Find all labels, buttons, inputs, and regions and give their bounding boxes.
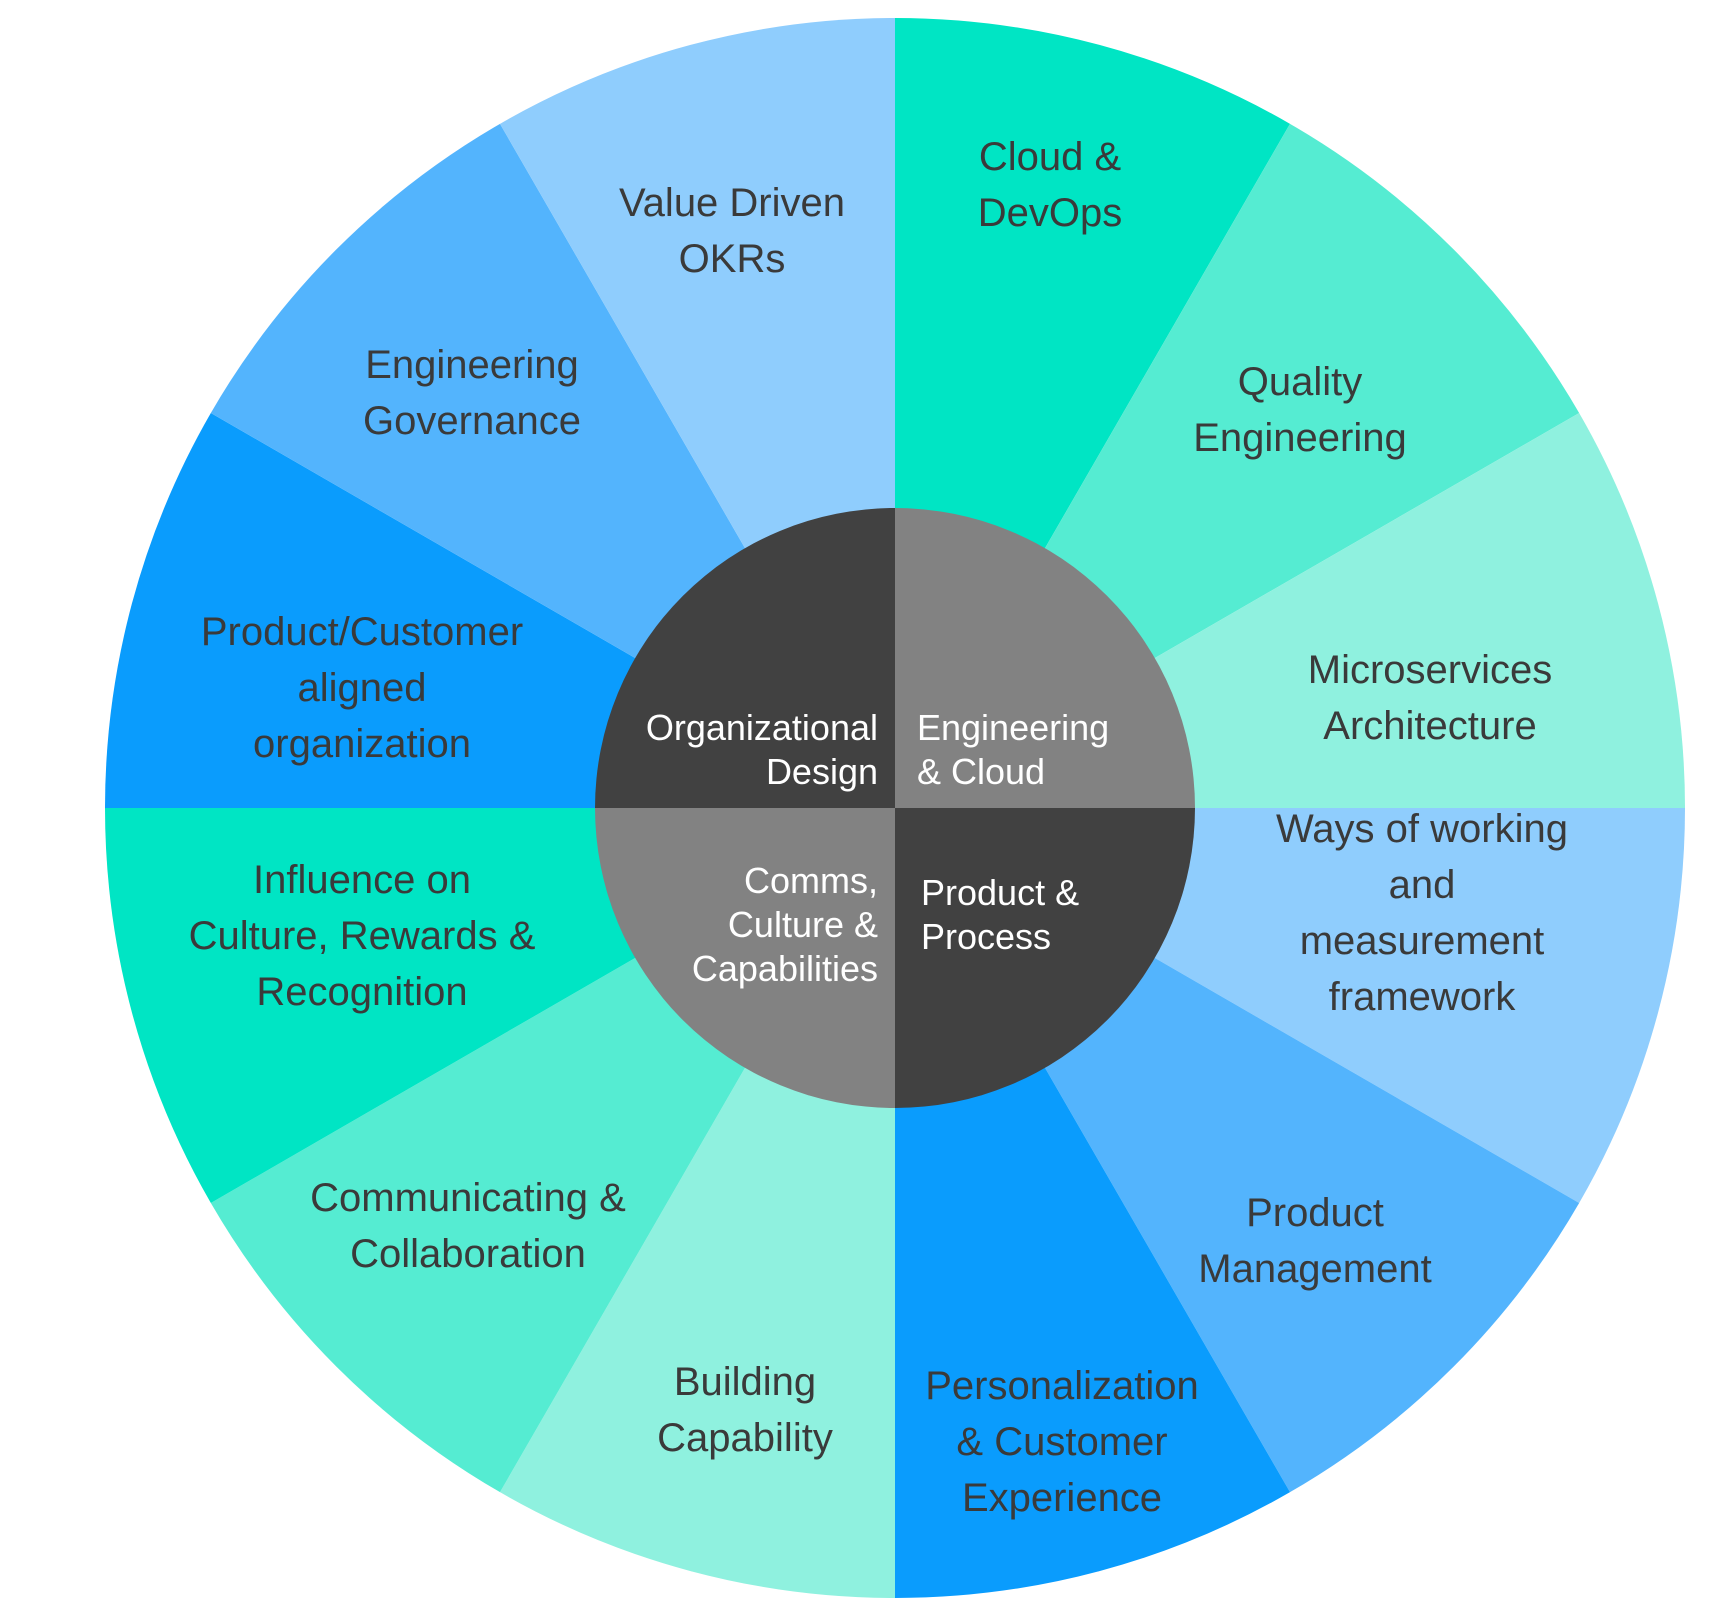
core-label-line: Capabilities [692, 948, 878, 989]
core-label-comms-culture-capabilities: Comms,Culture &Capabilities [692, 860, 878, 989]
core-quadrant-product-process [895, 808, 1195, 1108]
core-quadrant-comms-culture-capabilities [595, 808, 895, 1108]
segment-label-line: OKRs [679, 237, 786, 281]
segment-label-line: Building [674, 1360, 816, 1404]
core-label-line: & Cloud [917, 751, 1045, 792]
core-circle [595, 508, 1195, 1108]
segment-label-line: and [1389, 863, 1456, 907]
segment-label-line: Ways of working [1276, 807, 1568, 851]
segment-label-line: Product/Customer [201, 610, 523, 654]
core-label-line: Process [921, 916, 1051, 957]
segment-label-line: aligned [297, 666, 426, 710]
segment-label-line: DevOps [978, 191, 1123, 235]
core-label-engineering-cloud: Engineering& Cloud [917, 707, 1109, 792]
core-label-line: Product & [921, 872, 1079, 913]
segment-label-line: Influence on [253, 858, 471, 902]
segment-label-line: Microservices [1308, 648, 1552, 692]
segment-label-line: measurement [1300, 919, 1545, 963]
segment-label-line: Personalization [925, 1364, 1199, 1408]
segment-label-line: Value Driven [619, 181, 845, 225]
segment-label-line: Collaboration [350, 1232, 586, 1276]
segment-label-ways-of-working: Ways of working and measurement framework [1276, 807, 1568, 1019]
segment-label-communicating-collaboration: Communicating & Collaboration [310, 1176, 626, 1276]
segment-label-line: Product [1246, 1191, 1384, 1235]
segment-label-line: framework [1329, 975, 1517, 1019]
segment-label-line: Engineering [365, 343, 579, 387]
segment-label-line: Cloud & [979, 135, 1122, 179]
segment-label-product-customer-aligned: Product/Customer aligned organization [201, 610, 523, 766]
core-label-product-process: Product &Process [921, 872, 1079, 957]
segment-label-line: Culture, Rewards & [189, 914, 536, 958]
segment-label-line: Architecture [1323, 704, 1536, 748]
segment-label-line: Governance [363, 399, 581, 443]
core-label-line: Comms, [744, 860, 878, 901]
core-label-line: Organizational [646, 707, 878, 748]
core-label-line: Culture & [728, 904, 878, 945]
core-quadrant-engineering-cloud [895, 508, 1195, 808]
segment-label-line: Management [1198, 1247, 1431, 1291]
segment-label-line: Experience [962, 1476, 1162, 1520]
segment-label-line: Engineering [1193, 416, 1407, 460]
segment-label-cloud-devops: Cloud & DevOps [978, 135, 1123, 235]
segment-label-line: Capability [657, 1416, 833, 1460]
segment-label-line: organization [253, 722, 471, 766]
segment-label-line: Quality [1238, 360, 1363, 404]
segment-label-influence-on-culture: Influence on Culture, Rewards & Recognitio… [189, 858, 536, 1014]
segment-label-line: Recognition [256, 970, 467, 1014]
core-label-line: Engineering [917, 707, 1109, 748]
segment-label-line: & Customer [956, 1420, 1167, 1464]
core-label-line: Design [766, 751, 878, 792]
segment-label-line: Communicating & [310, 1176, 626, 1220]
core-quadrant-organizational-design [595, 508, 895, 808]
